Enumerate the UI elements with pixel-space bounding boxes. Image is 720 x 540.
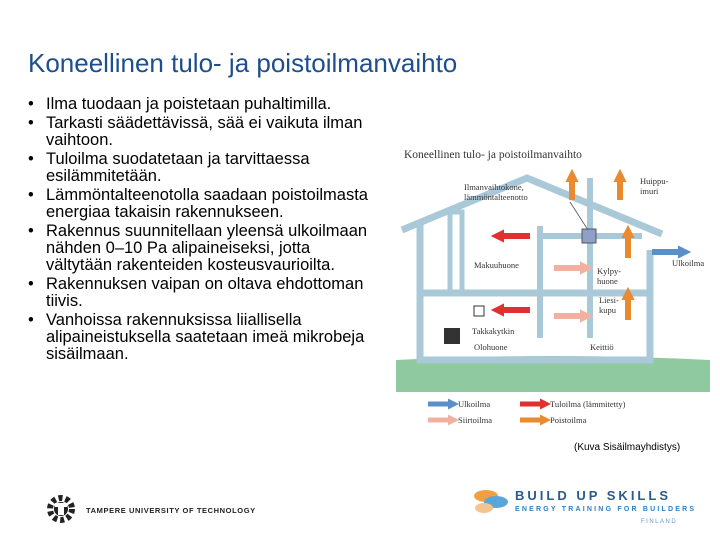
room-label-living: Olohuone	[474, 342, 508, 352]
program-country: FINLAND	[641, 519, 678, 525]
build-up-skills-logo-icon	[474, 490, 508, 513]
fireplace-switch-icon	[473, 305, 485, 317]
university-name: TAMPERE UNIVERSITY OF TECHNOLOGY	[86, 506, 256, 515]
diagram-legend	[428, 398, 552, 426]
fireplace-label: Takkakytkin	[472, 326, 515, 336]
program-title: BUILD UP SKILLS	[515, 488, 671, 503]
bullet-item: Rakennuksen vaipan on oltava ehdottoman …	[28, 276, 373, 310]
bullet-item: Rakennus suunnitellaan yleensä ulkoilmaa…	[28, 223, 373, 274]
ventilation-unit	[581, 228, 597, 244]
ventilation-diagram: Koneellinen tulo- ja poistoilmanvaihto I…	[396, 149, 710, 426]
room-label-bathroom: Kylpy-	[597, 266, 621, 276]
hood-label: kupu	[599, 305, 617, 315]
fireplace-icon	[444, 328, 460, 344]
unit-label: Ilmanvaihtokone,	[464, 182, 524, 192]
hood-label: Liesi-	[599, 295, 619, 305]
chimney	[447, 209, 465, 295]
roof-fan-label: Huippu-	[640, 176, 669, 186]
legend-item: Siirtoilma	[458, 415, 492, 425]
outdoor-label: Ulkoilma	[672, 258, 704, 268]
bullet-item: Vanhoissa rakennuksissa liiallisella ali…	[28, 312, 373, 363]
house-outline	[400, 174, 664, 364]
program-subtitle: ENERGY TRAINING FOR BUILDERS	[515, 506, 697, 513]
roof-fan-label: imuri	[640, 186, 659, 196]
room-label-bathroom: huone	[597, 276, 618, 286]
bullet-item: Ilma tuodaan ja poistetaan puhaltimilla.	[28, 96, 373, 114]
tut-logo-icon	[47, 495, 75, 523]
bullet-list: Ilma tuodaan ja poistetaan puhaltimilla.…	[28, 96, 373, 365]
legend-item: Poistoilma	[550, 415, 587, 425]
slide-title: Koneellinen tulo- ja poistoilmanvaihto	[28, 48, 458, 78]
legend-item: Ulkoilma	[458, 399, 490, 409]
room-label-kitchen: Keittiö	[590, 342, 614, 352]
bullet-item: Tuloilma suodatetaan ja tarvittaessa esi…	[28, 151, 373, 185]
bullet-item: Tarkasti säädettävissä, sää ei vaikuta i…	[28, 115, 373, 149]
image-caption: (Kuva Sisäilmayhdistys)	[574, 442, 681, 453]
unit-label: lämmöntalteenotto	[464, 192, 528, 202]
diagram-title: Koneellinen tulo- ja poistoilmanvaihto	[404, 149, 582, 161]
room-label-bedroom: Makuuhuone	[474, 260, 519, 270]
ground	[396, 356, 710, 392]
airflow-arrows	[490, 168, 692, 323]
legend-item: Tuloilma (lämmitetty)	[550, 399, 626, 409]
bullet-item: Lämmöntalteenotolla saadaan poistoilmast…	[28, 187, 373, 221]
